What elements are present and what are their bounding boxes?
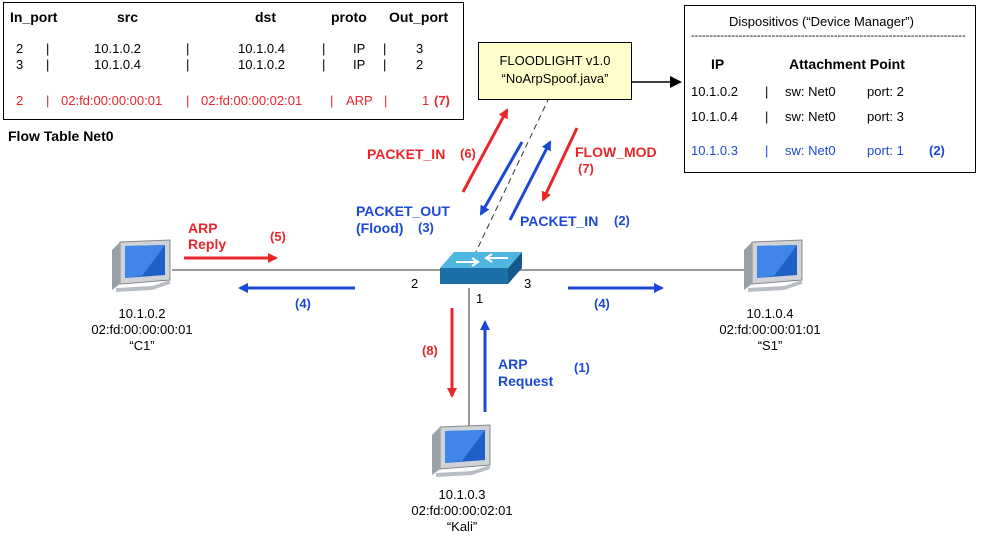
flow-table-caption: Flow Table Net0	[8, 128, 114, 144]
link-switch-controller	[473, 99, 549, 257]
label-step-6: (6)	[460, 146, 476, 161]
device-header-attachment: Attachment Point	[789, 56, 905, 72]
device-sep: |	[765, 109, 769, 124]
label-flood: (Flood)	[356, 220, 404, 236]
label-arp-request-line1: ARP	[498, 356, 528, 372]
flow-header-src: src	[117, 9, 139, 25]
device-sw: sw: Net0	[785, 143, 836, 158]
flow-sep: |	[186, 93, 190, 108]
label-step-3: (3)	[418, 220, 434, 235]
flow-cell: IP	[353, 57, 366, 72]
computer-icon-s1	[744, 239, 803, 292]
flow-sep: |	[322, 57, 326, 72]
device-sep: |	[765, 84, 769, 99]
flow-cell: IP	[353, 41, 366, 56]
flow-header-out-port: Out_port	[389, 9, 449, 25]
host-c1-ip: 10.1.0.2	[118, 306, 166, 321]
flow-sep: |	[186, 57, 190, 72]
label-step-8: (8)	[422, 343, 438, 358]
flow-cell: 2	[416, 57, 424, 72]
flow-cell: 3	[16, 57, 24, 72]
label-arp-request-line2: Request	[498, 373, 554, 389]
flow-cell: 10.1.0.4	[94, 57, 141, 72]
device-sep: |	[765, 143, 769, 158]
device-manager-dashes: ----------------------------------------…	[691, 30, 966, 42]
flow-sep: |	[186, 41, 190, 56]
device-ip: 10.1.0.2	[691, 84, 738, 99]
flow-sep: |	[46, 41, 50, 56]
label-arp-reply-line2: Reply	[188, 236, 227, 252]
device-port: port: 3	[867, 109, 904, 124]
flow-sep: |	[383, 57, 387, 72]
arrow-packet-in-2	[508, 140, 552, 221]
flow-cell: 3	[416, 41, 424, 56]
flow-header-proto: proto	[331, 9, 367, 25]
host-s1-label: 10.1.0.4 02:fd:00:00:01:01 “S1”	[700, 306, 840, 354]
device-ip: 10.1.0.3	[691, 143, 738, 158]
arrow-packet-out-3	[479, 141, 524, 216]
flow-step-number: (7)	[434, 93, 450, 108]
device-sw: sw: Net0	[785, 84, 836, 99]
flow-sep: |	[322, 41, 326, 56]
flow-cell: 10.1.0.4	[238, 41, 285, 56]
label-step-5: (5)	[270, 229, 286, 244]
controller-box: FLOODLIGHT v1.0 “NoArpSpoof.java”	[478, 42, 632, 100]
host-c1-label: 10.1.0.2 02:fd:00:00:00:01 “C1”	[72, 306, 212, 354]
switch-port-2: 2	[411, 276, 419, 291]
flow-cell: 2	[16, 41, 24, 56]
flow-cell: 10.1.0.2	[94, 41, 141, 56]
host-kali-ip: 10.1.0.3	[438, 487, 486, 502]
device-ip: 10.1.0.4	[691, 109, 738, 124]
flow-cell: 02:fd:00:00:00:01	[61, 93, 163, 108]
label-packet-in-6: PACKET_IN	[367, 146, 446, 162]
switch-icon	[440, 252, 522, 284]
controller-app: “NoArpSpoof.java”	[501, 71, 609, 86]
host-kali-mac: 02:fd:00:00:02:01	[411, 503, 513, 518]
computer-icon-c1	[112, 239, 171, 292]
label-flow-mod: FLOW_MOD	[575, 144, 657, 160]
switch-port-1: 1	[476, 291, 484, 306]
flow-header-dst: dst	[255, 9, 276, 25]
flow-cell: ARP	[346, 93, 373, 108]
flow-cell: 02:fd:00:00:02:01	[201, 93, 303, 108]
host-s1-ip: 10.1.0.4	[746, 306, 794, 321]
label-packet-in-2: PACKET_IN	[520, 213, 599, 229]
host-kali-name: “Kali”	[446, 519, 478, 534]
host-kali-label: 10.1.0.3 02:fd:00:00:02:01 “Kali”	[392, 487, 532, 535]
flow-cell: 10.1.0.2	[238, 57, 285, 72]
device-port: port: 2	[867, 84, 904, 99]
arrow-packet-in-6	[461, 108, 509, 193]
device-header-ip: IP	[711, 56, 725, 72]
switch-port-3: 3	[524, 276, 532, 291]
label-arp-reply-line1: ARP	[188, 220, 218, 236]
device-step-number: (2)	[929, 143, 945, 158]
device-manager-title: Dispositivos (“Device Manager”)	[729, 14, 914, 29]
host-s1-name: “S1”	[757, 338, 783, 353]
flow-cell: 1	[422, 93, 430, 108]
flow-sep: |	[383, 41, 387, 56]
host-s1-mac: 02:fd:00:00:01:01	[719, 322, 821, 337]
flow-sep: |	[46, 57, 50, 72]
label-step-4-right: (4)	[594, 296, 610, 311]
device-sw: sw: Net0	[785, 109, 836, 124]
label-step-2: (2)	[614, 213, 630, 228]
flow-table: In_port src dst proto Out_port 2 | 10.1.…	[3, 2, 464, 120]
flow-cell: 2	[16, 93, 24, 108]
computer-icon-kali	[432, 424, 491, 477]
controller-name: FLOODLIGHT v1.0	[499, 53, 611, 68]
flow-sep: |	[384, 93, 388, 108]
host-c1-mac: 02:fd:00:00:00:01	[91, 322, 193, 337]
device-port: port: 1	[867, 143, 904, 158]
label-step-1: (1)	[574, 360, 590, 375]
flow-sep: |	[330, 93, 334, 108]
label-packet-out: PACKET_OUT	[356, 203, 450, 219]
flow-sep: |	[46, 93, 50, 108]
host-c1-name: “C1”	[129, 338, 155, 353]
device-manager: Dispositivos (“Device Manager”) --------…	[684, 5, 976, 173]
label-step-4-left: (4)	[295, 296, 311, 311]
label-step-7: (7)	[578, 161, 594, 176]
arrow-flow-mod-7	[541, 127, 579, 202]
flow-header-in-port: In_port	[10, 9, 58, 25]
